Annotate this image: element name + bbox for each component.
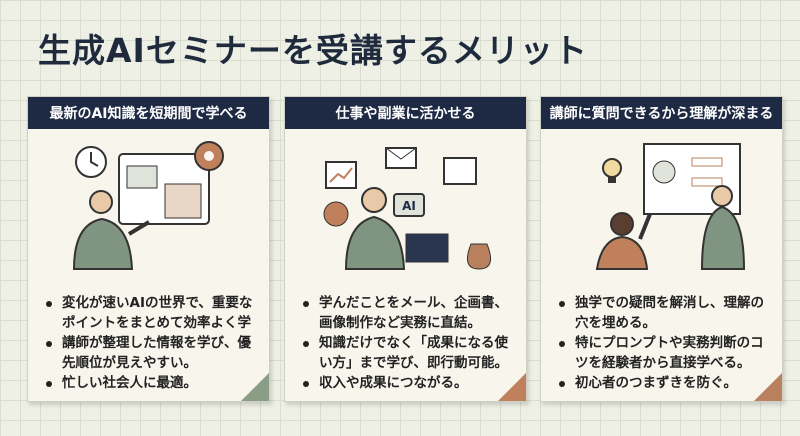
bullet-item: 学んだことをメール、企画書、画像制作など実務に直結。	[301, 293, 516, 333]
image-icon	[442, 157, 477, 185]
card-heading: 最新のAI知識を短期間で学べる	[28, 97, 269, 129]
card-heading: 講師に質問できるから理解が深まる	[541, 97, 782, 129]
money-bag-icon	[466, 243, 491, 270]
classroom-illustration	[541, 129, 782, 279]
card-ask-instructor: 講師に質問できるから理解が深まる 独学での疑問を解消し、理解の穴を埋める。 特に…	[540, 96, 783, 402]
laptop-icon	[405, 233, 448, 263]
clock-icon	[74, 146, 107, 178]
bullet-item: 変化が速いAIの世界で、重要なポイントをまとめて効率よく学	[44, 293, 259, 333]
lightbulb-icon	[601, 158, 622, 183]
page-title: 生成AIセミナーを受講するメリット	[38, 31, 588, 70]
card-apply-work: 仕事や副業に活かせる AI 学んだことをメール、企画書、画像制作など実務に直結。…	[284, 96, 527, 402]
gear-icon	[193, 141, 224, 171]
bullet-item: 講師が整理した情報を学び、優先順位が見えやすい。	[44, 333, 259, 373]
card-learn-fast: 最新のAI知識を短期間で学べる 変化が速いAIの世界で、重要なポイントをまとめて…	[27, 96, 270, 402]
bullet-item: 独学での疑問を解消し、理解の穴を埋める。	[557, 293, 772, 333]
bullet-item: 忙しい社会人に最適。	[44, 373, 259, 393]
online-learning-illustration	[28, 129, 269, 279]
bullet-item: 特にプロンプトや実務判断のコツを経験者から直接学べる。	[557, 333, 772, 373]
bullet-item: 知識だけでなく「成果になる使い方」まで学び、即行動可能。	[301, 333, 516, 373]
ai-badge: AI	[402, 199, 416, 213]
bullet-item: 収入や成果につながる。	[301, 373, 516, 393]
work-illustration: AI	[285, 129, 526, 279]
bullet-item: 初心者のつまずきを防ぐ。	[557, 373, 772, 393]
card-heading: 仕事や副業に活かせる	[285, 97, 526, 129]
